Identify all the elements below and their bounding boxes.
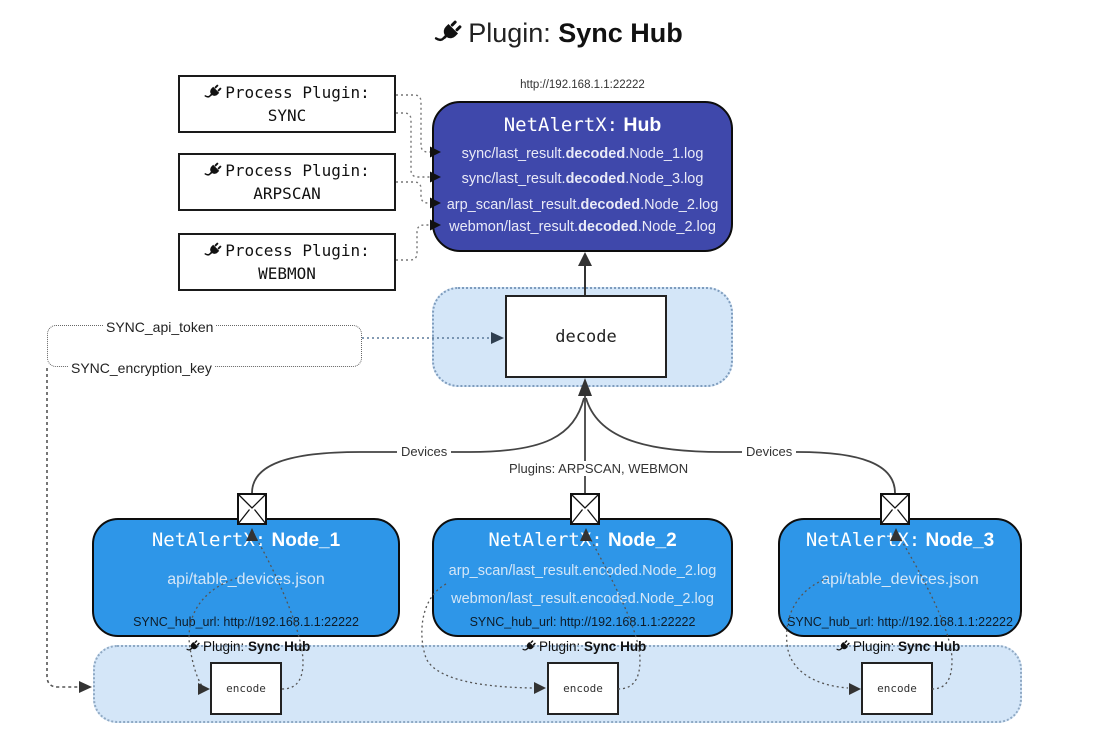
node-2-box[interactable]: NetAlertX: Node_2 arp_scan/last_result.e… (432, 518, 733, 637)
envelope-icon (237, 493, 267, 525)
hub-title: NetAlertX: Hub (503, 114, 662, 136)
hub-log-line: arp_scan/last_result.decoded.Node_2.log (446, 197, 719, 213)
strip-plugin-label: Plugin: Sync Hub (522, 639, 646, 654)
node-3-box[interactable]: NetAlertX: Node_3 api/table_devices.json… (778, 518, 1022, 637)
process-plugin-arpscan-box[interactable]: Process Plugin: ARPSCAN (178, 153, 396, 211)
node-title: NetAlertX: Node_2 (488, 529, 677, 551)
process-plugin-name: SYNC (267, 106, 307, 125)
envelope-icon (570, 493, 600, 525)
hub-log-line: sync/last_result.decoded.Node_1.log (461, 146, 704, 162)
encode-box[interactable]: encode (861, 662, 933, 715)
devices-left-label: Devices (397, 444, 452, 459)
node-title: NetAlertX: Node_1 (151, 529, 341, 551)
node-hub-url: SYNC_hub_url: http://192.168.1.1:22222 (133, 615, 359, 629)
hub-box[interactable]: NetAlertX: Hub sync/last_result.decoded.… (432, 101, 733, 252)
node-title: NetAlertX: Node_3 (805, 529, 995, 551)
process-plugin-label: Process Plugin: (225, 82, 370, 102)
title-name: Sync Hub (558, 18, 683, 48)
hub-log-line: sync/last_result.decoded.Node_3.log (461, 171, 704, 187)
process-plugin-label: Process Plugin: (225, 160, 370, 180)
title-prefix: Plugin: (468, 18, 551, 48)
envelope-icon (880, 493, 910, 525)
plug-icon (522, 639, 537, 654)
plug-icon (836, 639, 851, 654)
plug-icon (434, 18, 464, 48)
plug-icon (186, 639, 201, 654)
process-plugin-name: ARPSCAN (253, 184, 321, 203)
encode-box[interactable]: encode (547, 662, 619, 715)
sync-api-token-label: SYNC_api_token (103, 319, 217, 335)
plug-icon (204, 161, 223, 180)
node-file: api/table_devices.json (167, 571, 325, 588)
node-hub-url: SYNC_hub_url: http://192.168.1.1:22222 (469, 615, 696, 629)
devices-right-label: Devices (742, 444, 797, 459)
plug-icon (204, 241, 223, 260)
process-plugin-label: Process Plugin: (225, 240, 370, 260)
process-plugin-sync-box[interactable]: Process Plugin: SYNC (178, 75, 396, 133)
hub-url-label: http://192.168.1.1:22222 (520, 79, 645, 91)
node-file: api/table_devices.json (821, 571, 979, 588)
node-hub-url: SYNC_hub_url: http://192.168.1.1:22222 (787, 615, 1013, 629)
process-plugin-webmon-box[interactable]: Process Plugin: WEBMON (178, 233, 396, 291)
node-1-box[interactable]: NetAlertX: Node_1 api/table_devices.json… (92, 518, 400, 637)
plug-icon (204, 83, 223, 102)
encode-box[interactable]: encode (210, 662, 282, 715)
sync-encryption-key-label: SYNC_encryption_key (68, 360, 215, 376)
node-file: arp_scan/last_result.encoded.Node_2.log (448, 563, 717, 579)
plugins-center-label: Plugins: ARPSCAN, WEBMON (505, 461, 693, 476)
node-file: webmon/last_result.encoded.Node_2.log (451, 591, 714, 607)
strip-plugin-label: Plugin: Sync Hub (836, 639, 960, 654)
hub-log-line: webmon/last_result.decoded.Node_2.log (449, 219, 716, 235)
page-title: Plugin: Sync Hub (0, 18, 1117, 49)
strip-plugin-label: Plugin: Sync Hub (186, 639, 310, 654)
decode-box[interactable]: decode (505, 295, 667, 378)
process-plugin-name: WEBMON (258, 264, 316, 283)
